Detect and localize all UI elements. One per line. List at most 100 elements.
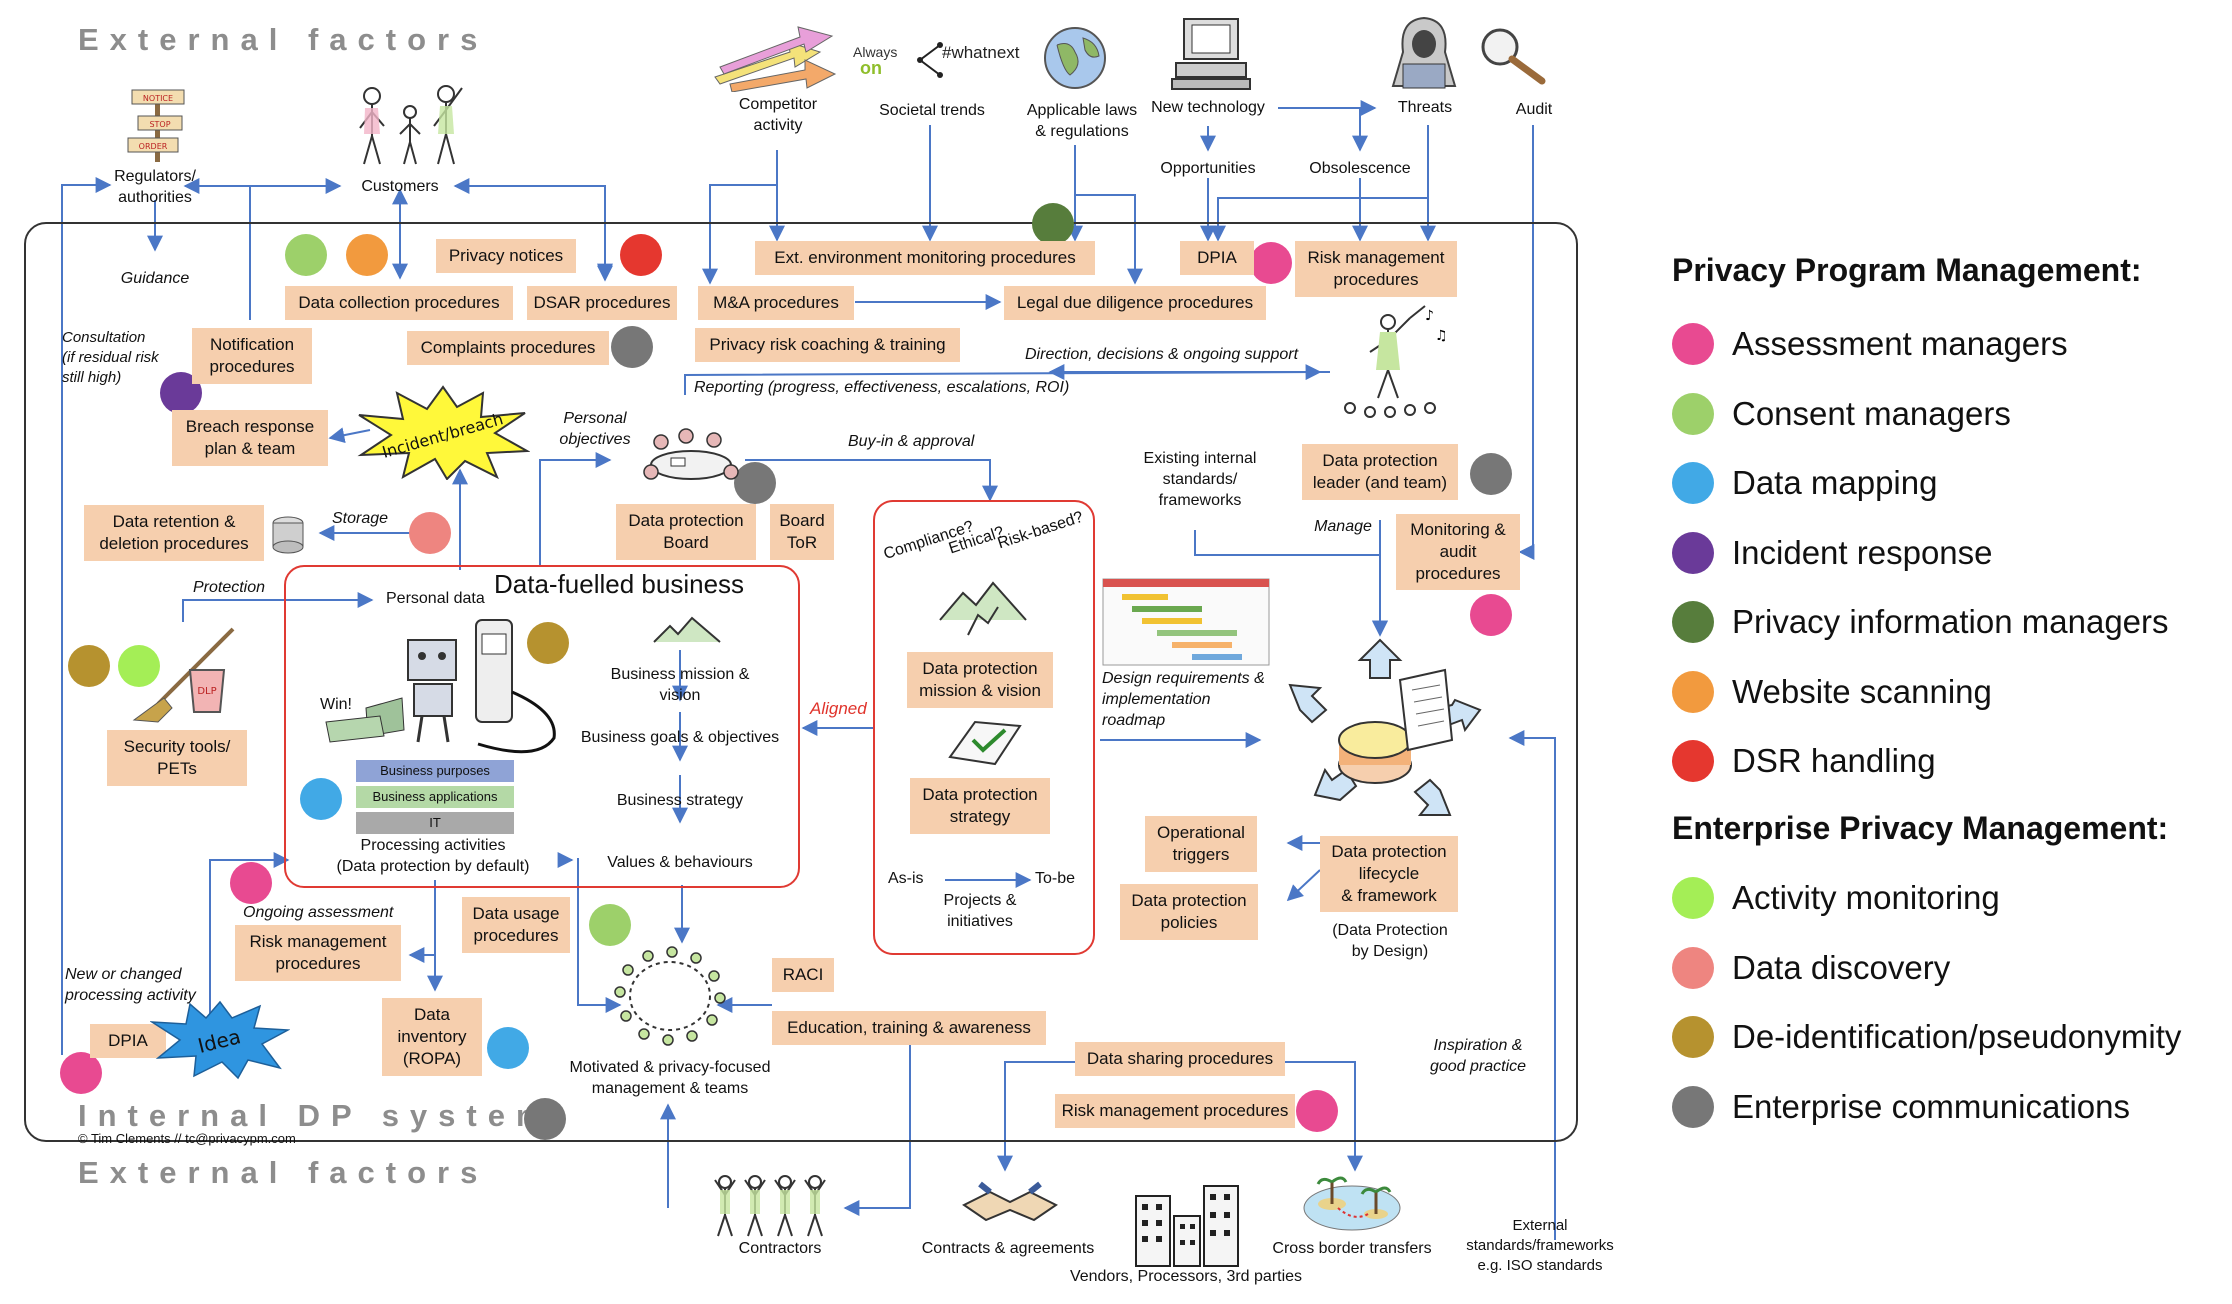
legend-item: DSR handling <box>1672 739 1936 783</box>
legend-label: De-identification/pseudonymity <box>1732 1018 2182 1055</box>
projects-line2: initiatives <box>947 913 1013 930</box>
data-fuelled-business-panel <box>284 565 800 888</box>
arrow-newchanged-processing <box>209 852 290 1035</box>
laws-line1: Applicable laws <box>1026 102 1138 119</box>
legend-swatch <box>1672 601 1714 643</box>
standards-line1: External <box>1512 1217 1568 1234</box>
contracts-label: Contracts & agreements <box>921 1240 1095 1257</box>
security-deid-dot <box>68 645 110 687</box>
website-scanning-dot <box>346 234 388 276</box>
notification-line2: procedures <box>209 357 295 376</box>
robot-deid-dot <box>527 622 569 664</box>
coaching-box: Privacy risk coaching & training <box>695 328 960 362</box>
retention-line2: deletion procedures <box>99 534 249 553</box>
arrow-objectives <box>539 452 612 565</box>
legend-swatch <box>1672 1016 1714 1058</box>
dpia-bottom-box: DPIA <box>90 1024 166 1058</box>
legend-item: Privacy information managers <box>1672 600 2169 644</box>
existing-line3: frameworks <box>1158 492 1242 509</box>
new-changed-label: New or changed processing activity <box>65 964 196 1006</box>
data-collection-box: Data collection procedures <box>285 286 513 320</box>
win-text: Win! <box>320 696 352 713</box>
notification-line1: Notification <box>209 335 295 354</box>
standards-line2: standards/frameworks <box>1466 1237 1614 1254</box>
dp-leader-line2: leader (and team) <box>1312 473 1448 492</box>
arrow-incident-breach <box>328 427 371 444</box>
incident-breach-burst: Incident/breach <box>357 385 530 480</box>
storage-label: Storage <box>331 510 389 527</box>
design-requirements-label: Design requirements & implementation roa… <box>1102 668 1265 731</box>
audit-label: Audit <box>1515 101 1553 118</box>
retention-box: Data retention &deletion procedures <box>84 505 264 561</box>
complaints-box: Complaints procedures <box>407 331 609 365</box>
conductor-orchestra-icon: ♪ ♫ <box>1344 305 1448 418</box>
buyin-label: Buy-in & approval <box>848 433 975 450</box>
dp-strategy-line2: strategy <box>949 807 1011 826</box>
globe-icon <box>1044 27 1106 89</box>
legal-dd-box: Legal due diligence procedures <box>1004 286 1266 320</box>
processing-activities-label: Processing activities (Data protection b… <box>318 835 548 877</box>
security-line2: PETs <box>157 759 197 778</box>
usage-line1: Data usage <box>472 904 560 923</box>
legend-swatch <box>1672 740 1714 782</box>
arrow-dpia-consultation <box>61 177 112 1055</box>
dsar-box: DSAR procedures <box>527 286 677 320</box>
always-text: Always <box>853 44 898 60</box>
dp-strategy-line1: Data protection <box>922 785 1038 804</box>
legend-label: Data discovery <box>1732 948 1951 986</box>
design-line3: roadmap <box>1102 712 1166 729</box>
svg-text:♫: ♫ <box>1435 328 1448 344</box>
copyright: © Tim Clements // tc@privacypm.com <box>78 1131 296 1146</box>
competitor-line1: Competitor <box>738 96 818 113</box>
internal-ecomm-dot <box>524 1098 566 1140</box>
dlp-text: DLP <box>197 686 216 697</box>
asis-label: As-is <box>888 870 924 887</box>
legend-item: Incident response <box>1672 531 1993 575</box>
competitor-arrows-icon <box>714 26 837 92</box>
inventory-line2: inventory <box>397 1027 467 1046</box>
broom-bucket-icon: DLP <box>132 627 235 723</box>
consent-dot <box>285 234 327 276</box>
dp-mission-line1: Data protection <box>922 659 1038 678</box>
lifecycle-line2: lifecycle <box>1358 864 1420 883</box>
arrow-threats-dpia <box>1210 197 1428 242</box>
board-tor-line2: ToR <box>786 533 818 552</box>
arrow-protection <box>182 592 374 622</box>
ma-box: M&A procedures <box>698 286 854 320</box>
legend-heading-ppm: Privacy Program Management: <box>1672 252 2142 288</box>
cross-border-label: Cross border transfers <box>1272 1240 1432 1257</box>
hacker-icon <box>1391 16 1457 89</box>
dsr-dot <box>620 234 662 276</box>
laws-line2: & regulations <box>1035 123 1129 140</box>
arrow-standards-inspiration <box>1508 730 1556 1240</box>
security-tools-box: Security tools/PETs <box>107 730 247 786</box>
opportunities-label: Opportunities <box>1160 160 1256 177</box>
consultation-label: Consultation (if residual risk still hig… <box>62 328 159 388</box>
data-fuelled-business-title: Data-fuelled business <box>494 569 745 599</box>
leader-ecomm-dot <box>1470 453 1512 495</box>
motivated-line2: management & teams <box>591 1080 749 1097</box>
external-factors-bottom: External factors <box>78 1155 489 1190</box>
legend-item: Data discovery <box>1672 946 1950 990</box>
operational-line2: triggers <box>1172 845 1230 864</box>
legend-label: Website scanning <box>1732 672 1992 710</box>
legend-label: DSR handling <box>1732 742 1936 779</box>
dpbd-line1: (Data Protection <box>1332 922 1448 939</box>
usage-consent-dot <box>589 904 631 946</box>
consultation-line1: Consultation <box>62 329 146 346</box>
monitoring-line1: Monitoring & <box>1410 520 1506 539</box>
complaints-ecomm-dot <box>611 326 653 368</box>
existing-line1: Existing internal <box>1143 450 1257 467</box>
discovery-dot <box>409 512 451 554</box>
stack-business-applications: Business applications <box>356 786 514 808</box>
team-circle-icon <box>614 946 726 1046</box>
design-line1: Design requirements & <box>1102 670 1265 687</box>
